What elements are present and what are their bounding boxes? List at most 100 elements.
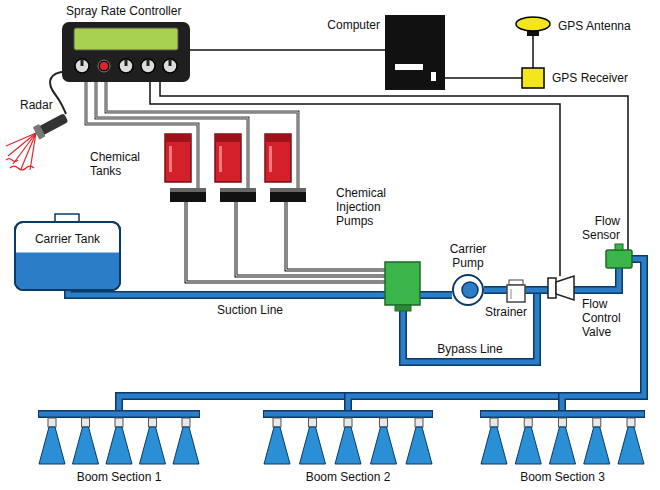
label-box: Chemical Tanks: [90, 150, 152, 178]
node-shape: [452, 274, 484, 306]
nozzle-body: [559, 418, 567, 427]
strainer-body: [507, 285, 525, 302]
chemical-tank: [265, 134, 291, 182]
node-shape: [263, 410, 433, 466]
node-label: Carrier Tank: [35, 232, 100, 246]
knob-pointer: [81, 59, 84, 66]
spray-fan: [300, 427, 326, 464]
boom-pipe-outline: [38, 410, 200, 418]
nozzle-body: [115, 418, 123, 427]
signal-wire-path: [160, 82, 628, 250]
controller-unit: Spray Rate Controller: [62, 22, 190, 82]
spray-fan: [371, 427, 397, 464]
pipe-outline: [574, 268, 619, 290]
spray-fan: [515, 427, 541, 464]
pipe-line: [574, 268, 619, 290]
boom-pipe-outline: [480, 410, 645, 418]
node-shape: [385, 15, 445, 90]
node-label: GPS Antenna: [558, 19, 631, 33]
gps-antenna-shape: [516, 17, 550, 36]
nozzle-body: [380, 418, 388, 427]
pump-top: [270, 188, 306, 192]
node-shape: [62, 22, 190, 82]
pipe-fill: [484, 288, 507, 293]
pipe-label: Bypass Line: [437, 342, 502, 356]
antenna-dome: [516, 17, 550, 31]
pump-wire-core: [86, 82, 198, 188]
nozzle-body: [182, 418, 190, 427]
pump-housing: [453, 275, 483, 305]
label-box: Bypass Line: [430, 342, 510, 356]
nozzle-body: [524, 418, 532, 427]
boom-pipe: [39, 412, 199, 417]
radar-lens: [33, 124, 46, 140]
tank-outline: [15, 222, 120, 290]
computer-box: Computer: [385, 15, 445, 90]
boom-section-shape: [480, 414, 645, 464]
tank-top: [165, 134, 191, 142]
node-label: GPS Receiver: [552, 71, 628, 85]
radar-sensor-shape: [33, 111, 70, 139]
nozzle-body: [149, 418, 157, 427]
chemical-tank: [165, 134, 191, 182]
mixing-manifold: [385, 262, 420, 305]
spray-fan: [173, 427, 199, 464]
valve-cone: [556, 276, 574, 300]
flow-sensor: Flow Sensor: [606, 250, 632, 268]
label-box: Chemical Injection Pumps: [336, 186, 398, 228]
controller-body: [62, 22, 190, 82]
label-box: GPS Antenna: [558, 19, 653, 33]
node-label: Boom Section 2: [306, 470, 391, 484]
radar-ray: [21, 133, 36, 169]
nozzle-body: [82, 418, 90, 427]
spray-fan: [406, 427, 432, 464]
pump-impeller: [462, 282, 478, 298]
node-shape: [548, 276, 574, 300]
radar-wave: [6, 159, 18, 162]
spray-fan: [39, 427, 65, 464]
tank-highlight: [219, 146, 222, 172]
signal-wire: [445, 78, 522, 79]
carrier-pump: Carrier Pump: [452, 274, 484, 306]
label-box: Strainer: [483, 305, 529, 319]
pipe-outline: [348, 259, 644, 410]
control-knob: [98, 60, 110, 72]
pipe-label: Suction Line: [215, 303, 285, 317]
gps-antenna: GPS Antenna: [516, 16, 550, 36]
signal-wire-path: [532, 36, 534, 68]
group-label: Chemical Tanks: [90, 150, 140, 178]
control-knob: [141, 59, 155, 73]
control-knob: [75, 59, 89, 73]
radar-wave: [10, 166, 34, 170]
label-box: Suction Line: [215, 303, 285, 317]
computer-case: [385, 15, 445, 90]
signal-wire-path: [190, 49, 385, 51]
boom-pipe: [264, 412, 432, 417]
node-shape: [480, 410, 645, 466]
node-label: Boom Section 3: [520, 470, 605, 484]
nozzle-body: [48, 418, 56, 427]
node-label: Computer: [327, 18, 380, 32]
label-box: Flow Sensor: [572, 214, 620, 242]
controller-screen: [74, 28, 178, 50]
tank-liquid: [16, 253, 119, 289]
label-box: Radar: [20, 98, 60, 112]
boom-section: Boom Section 3: [480, 410, 645, 466]
label-box: Boom Section 3: [480, 470, 645, 484]
radar-body-group: [33, 111, 70, 139]
boom-section: Boom Section 1: [38, 410, 200, 466]
boom-section-shape: [263, 414, 433, 464]
node-shape: [522, 68, 544, 88]
node-label: Spray Rate Controller: [66, 4, 181, 18]
node-label: Flow Control Valve: [582, 297, 621, 339]
nozzle-body: [309, 418, 317, 427]
pump-wire: [106, 82, 298, 188]
sensor-body: [606, 250, 632, 268]
pipe-outline: [525, 286, 548, 294]
chemical-tank: [215, 134, 241, 182]
boom-section-shape: [38, 414, 200, 464]
pipe-fill: [574, 268, 619, 290]
pump-top: [170, 188, 206, 192]
